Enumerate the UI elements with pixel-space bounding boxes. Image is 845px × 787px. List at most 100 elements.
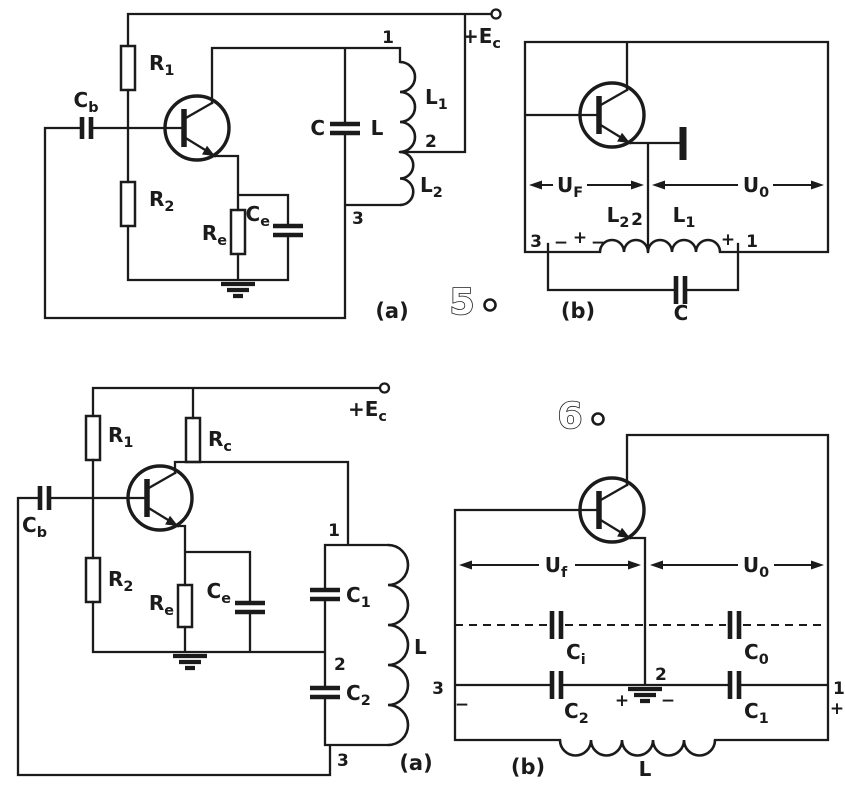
- node-3-label: 3: [530, 232, 542, 252]
- capacitor-ce: [235, 600, 265, 615]
- node-1-label: 1: [382, 28, 394, 48]
- caption-b: (b): [511, 755, 545, 779]
- emitter-arrow: [202, 145, 215, 156]
- arrowhead-left: [652, 180, 665, 190]
- transistor-circle: [163, 94, 231, 162]
- caption-b: (b): [561, 299, 595, 323]
- label-cb: Cb: [74, 88, 99, 116]
- emitter-arrow: [617, 132, 630, 143]
- capacitor-c2: [310, 685, 340, 700]
- node-1-label: 1: [328, 521, 340, 541]
- supply-terminal: [490, 8, 502, 20]
- supply-label: +Ec: [348, 397, 387, 425]
- polarity-plus: +: [830, 699, 844, 719]
- arrowhead-left: [529, 180, 542, 190]
- circuit-5b: UF U0 L2 2 L1 3 − + − + 1 C (b): [523, 40, 830, 325]
- label-u0: U0: [743, 553, 769, 581]
- polarity-plus: +: [721, 230, 735, 250]
- circuit-6a: R1 Rc Cb R2 Re Ce C1 C2 L 1 2 3 +Ec (a): [16, 382, 433, 777]
- node-2-label: 2: [631, 210, 643, 230]
- label-c0: C0: [744, 640, 769, 668]
- label-u0: U0: [743, 173, 769, 201]
- inductor-l: [558, 739, 717, 757]
- transistor: [578, 81, 646, 149]
- node-3-label: 3: [337, 751, 349, 771]
- caption-a: (a): [399, 751, 432, 775]
- u0-measure-arrow: [650, 560, 824, 570]
- resistor-r2: [84, 556, 102, 604]
- label-r2: R2: [149, 187, 174, 215]
- uf-measure-arrow: [459, 560, 641, 570]
- polarity-minus: −: [455, 695, 469, 715]
- ordinal-ring: [591, 412, 605, 426]
- label-re: Re: [202, 221, 227, 249]
- capacitor-c2: [549, 671, 564, 699]
- capacitor-ce: [273, 223, 303, 238]
- resistor-rc: [184, 416, 202, 464]
- label-uf: Uf: [545, 553, 568, 581]
- label-cb: Cb: [22, 513, 47, 541]
- label-r2: R2: [108, 567, 133, 595]
- label-re: Re: [149, 591, 174, 619]
- label-c2: C2: [564, 699, 589, 727]
- capacitor-c: [330, 121, 360, 136]
- label-c2: C2: [346, 681, 371, 709]
- label-c1: C1: [346, 583, 371, 611]
- wires: [16, 386, 390, 777]
- label-l2: L2: [420, 173, 443, 201]
- transistor: [126, 464, 194, 532]
- polarity-plus: +: [573, 228, 587, 248]
- label-ci: Ci: [566, 640, 586, 668]
- node-2-label: 2: [334, 655, 346, 675]
- resistor-r1: [119, 44, 137, 92]
- collector-emitter-leads: [182, 101, 217, 158]
- resistor-re: [229, 208, 247, 256]
- collector-emitter-leads: [597, 483, 632, 540]
- label-l1: L1: [425, 85, 448, 113]
- polarity-minus: −: [554, 233, 568, 253]
- capacitor-c1: [727, 671, 742, 699]
- inductor-l: [387, 543, 410, 747]
- node-3-label: 3: [432, 679, 444, 699]
- label-r1: R1: [108, 423, 133, 451]
- ground-symbol: [628, 686, 662, 704]
- node-3-label: 3: [352, 209, 364, 229]
- u0-measure-arrow: [652, 180, 824, 190]
- label-l: L: [414, 635, 427, 659]
- label-l: L: [371, 116, 384, 140]
- ordinal-ring: [483, 298, 497, 312]
- arrowhead-right: [628, 560, 641, 570]
- label-c: C: [310, 116, 325, 140]
- arrowhead-right: [811, 560, 824, 570]
- label-l: L: [639, 757, 652, 781]
- transistor-circle: [578, 476, 646, 544]
- section-6-number: 6: [557, 395, 605, 438]
- resistor-r2: [119, 180, 137, 228]
- transistor-circle: [126, 464, 194, 532]
- circuit-5a: R1 Cb R2 Re Ce C L L1 L2 1 2 3 +Ec (a): [43, 8, 502, 323]
- ground-symbol: [221, 281, 255, 299]
- capacitor-cb: [79, 117, 94, 139]
- transistor-circle: [578, 81, 646, 149]
- collector-emitter-leads: [597, 88, 632, 145]
- capacitor-c1: [310, 587, 340, 602]
- wires: [523, 40, 830, 292]
- capacitor-c0: [727, 611, 742, 639]
- label-l1: L1: [673, 203, 696, 231]
- circuit-6b: Uf U0 Ci C0 C2 C1 3 − + − 2 1 + L (b): [432, 433, 845, 781]
- transistor: [578, 476, 646, 544]
- arrowhead-left: [459, 560, 472, 570]
- supply-terminal: [378, 382, 391, 394]
- arrowhead-right: [811, 180, 824, 190]
- uf-measure-arrow: [529, 180, 644, 190]
- caption-a: (a): [375, 299, 408, 323]
- node-1-label: 1: [833, 679, 845, 699]
- label-c: C: [674, 301, 689, 325]
- label-l2: L2: [607, 203, 630, 231]
- collector-emitter-leads: [145, 471, 180, 528]
- label-ce: Ce: [246, 202, 271, 230]
- label-rc: Rc: [208, 427, 232, 455]
- ordinal-numeral: 5: [449, 282, 474, 323]
- emitter-arrow: [617, 527, 630, 538]
